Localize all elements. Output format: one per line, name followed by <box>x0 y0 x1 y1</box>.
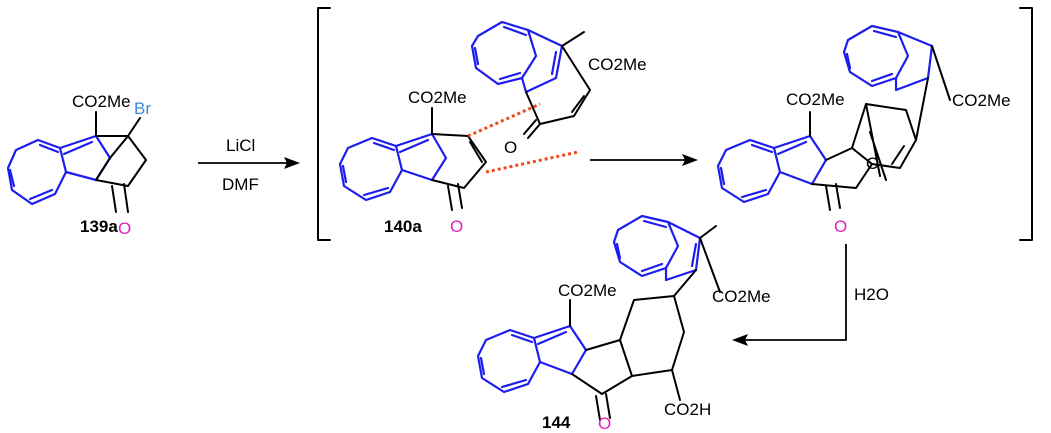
reagent-h2o: H2O <box>854 285 889 304</box>
bromine-label: Br <box>134 99 151 118</box>
compound-label-140a: 140a <box>384 217 422 236</box>
ketone-oxygen-label-a: O <box>450 217 463 236</box>
interaction-dash-top <box>467 102 541 138</box>
ester-label-b: CO2Me <box>952 91 1011 110</box>
ester-label: CO2Me <box>72 92 131 111</box>
ester-label-a: CO2Me <box>558 281 617 300</box>
ester-label-a: CO2Me <box>786 90 845 109</box>
reaction-arrow-2 <box>590 154 698 166</box>
compound-label-139a: 139a <box>80 217 118 236</box>
structure-144: CO2Me CO2Me CO2H O 144 <box>476 214 771 433</box>
ketone-oxygen-label: O <box>834 217 847 236</box>
ketone-oxygen-label: O <box>118 219 131 238</box>
reagent-dmf: DMF <box>222 175 259 194</box>
compound-label-144: 144 <box>542 413 571 432</box>
reagent-licl: LiCl <box>226 136 255 155</box>
reaction-arrow-3: H2O <box>732 244 889 346</box>
ketone-oxygen-label: O <box>598 414 611 433</box>
structure-140a-upper: CO2Me O <box>470 20 647 157</box>
structure-intermediate: CO2Me CO2Me O O <box>716 24 1011 236</box>
left-bracket <box>317 7 331 241</box>
ester-label-b: CO2Me <box>588 55 647 74</box>
ester-label-b: CO2Me <box>712 287 771 306</box>
structure-139a: CO2Me Br O 139a <box>6 92 151 238</box>
acid-label: CO2H <box>664 400 711 419</box>
ester-label-a: CO2Me <box>408 88 467 107</box>
interaction-dash-bottom <box>485 150 579 174</box>
right-bracket <box>1019 7 1033 241</box>
ketone-oxygen-label-b: O <box>504 138 517 157</box>
bridge-oxygen-label: O <box>866 154 879 173</box>
reaction-arrow-1: LiCl DMF <box>198 136 300 194</box>
structure-140a-lower: CO2Me O 140a <box>338 88 487 236</box>
